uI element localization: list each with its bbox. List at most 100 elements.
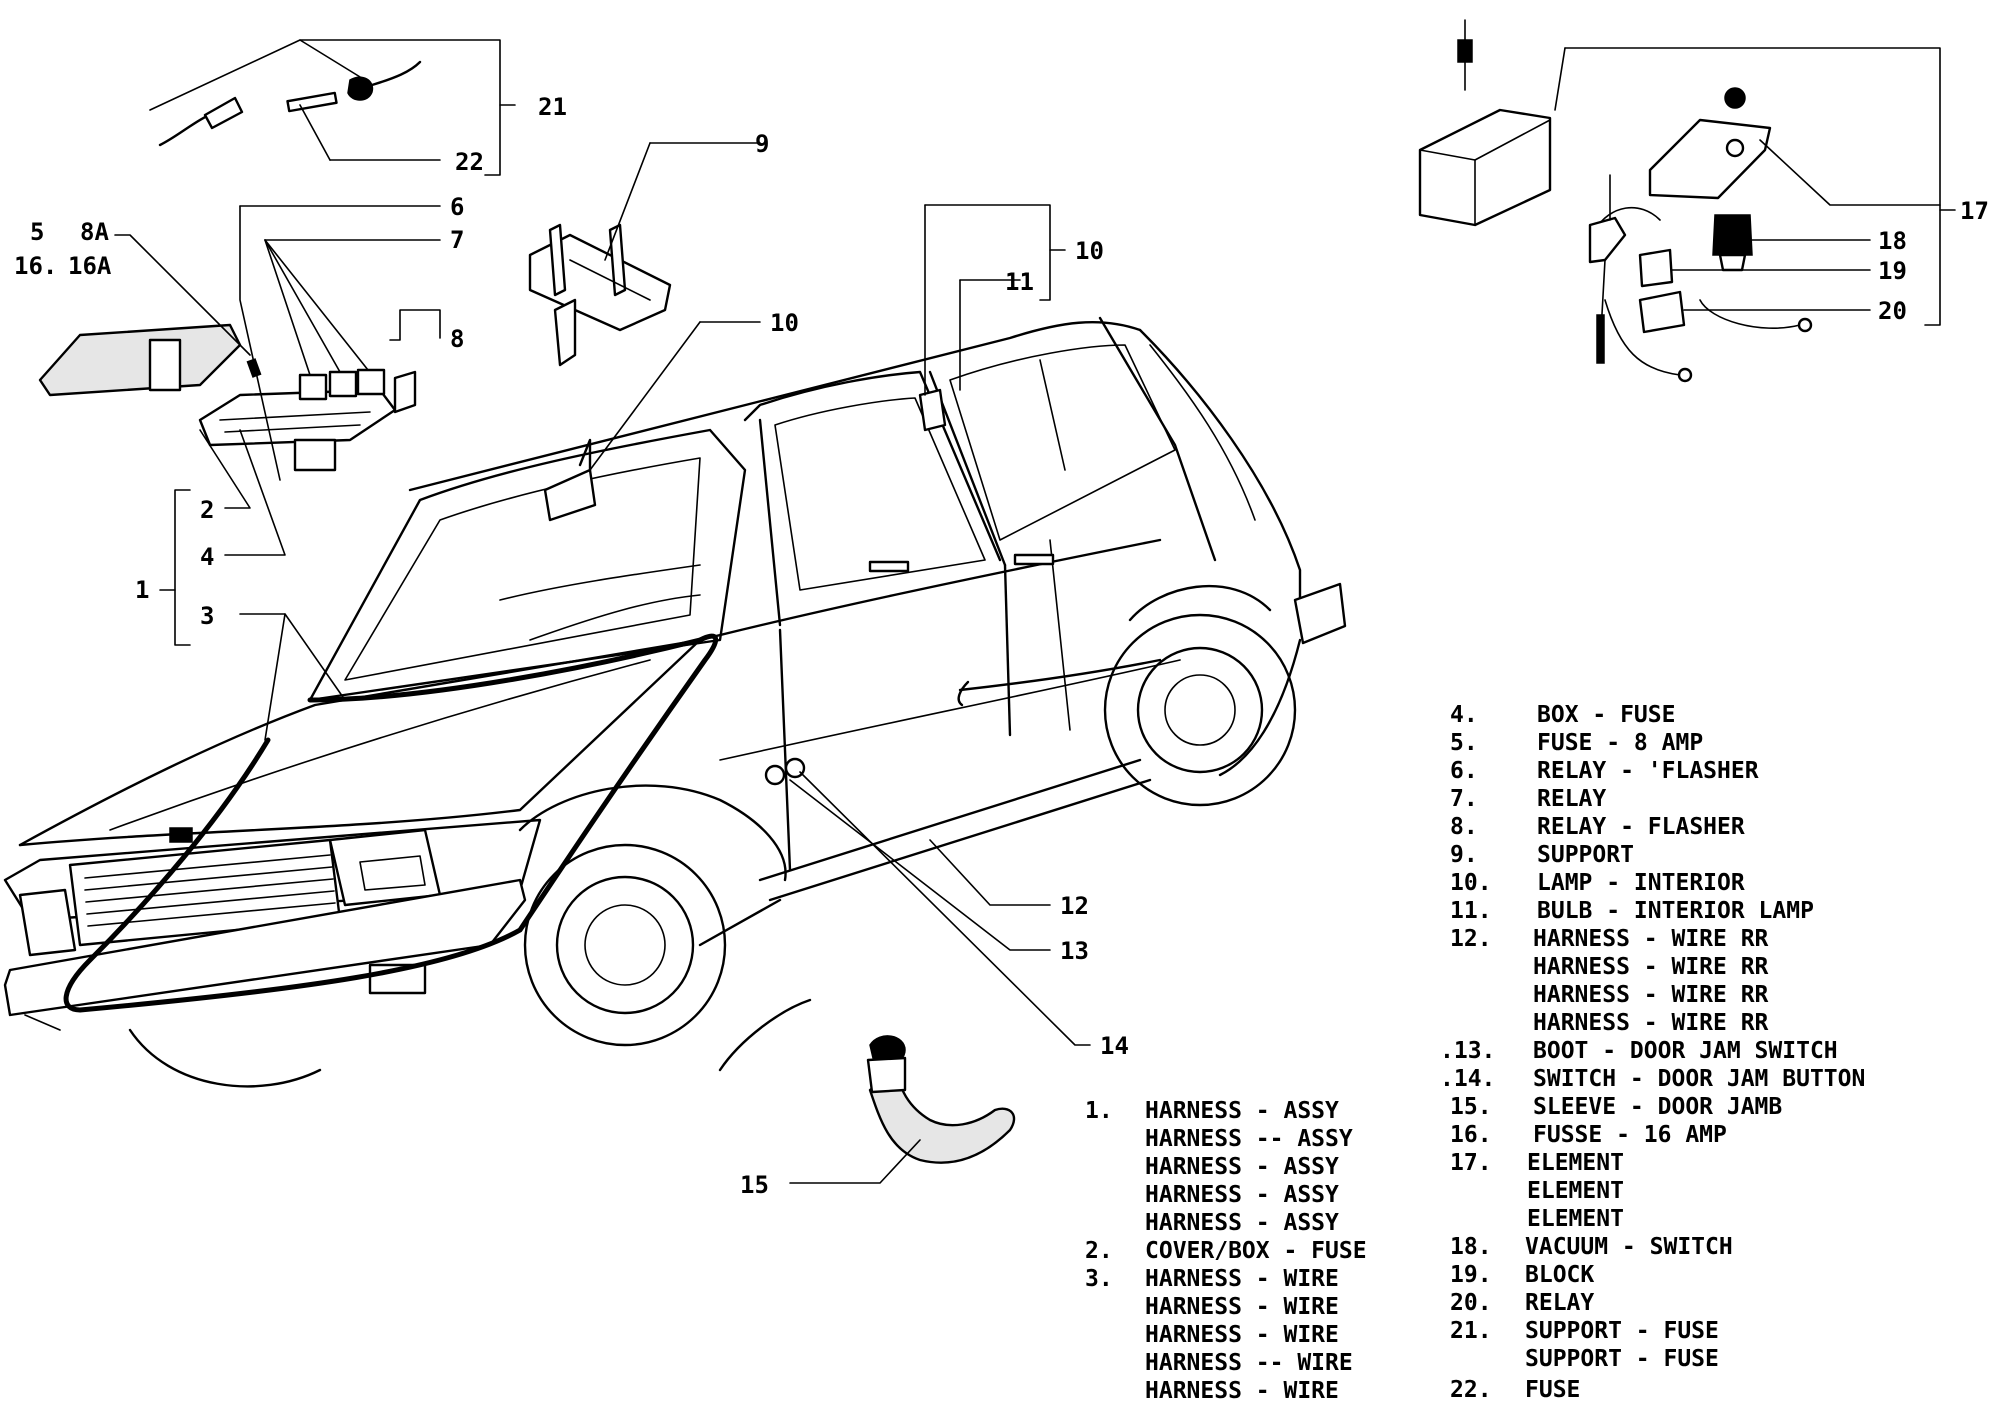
fuse-box bbox=[198, 388, 397, 447]
legend-left-text: HARNESS - ASSY bbox=[1145, 1098, 1339, 1124]
callout-15: 15 bbox=[740, 1171, 769, 1199]
legend-right-text: VACUUM - SWITCH bbox=[1525, 1234, 1733, 1260]
legend-right-text: SUPPORT bbox=[1537, 842, 1634, 868]
legend-right-num: 19. bbox=[1450, 1262, 1492, 1288]
legend-right-text: SUPPORT - FUSE bbox=[1525, 1318, 1719, 1344]
legend-left-num: 1. bbox=[1085, 1098, 1113, 1124]
door-jam-switch bbox=[764, 764, 786, 786]
callout-10-front: 10 bbox=[770, 309, 799, 337]
legend-right-num: 15. bbox=[1450, 1094, 1492, 1120]
legend-left-text: HARNESS - ASSY bbox=[1145, 1210, 1339, 1236]
parts-legend-right: 4. BOX - FUSE 5. FUSE - 8 AMP 6. RELAY -… bbox=[1440, 702, 1865, 1403]
legend-right-text: BOOT - DOOR JAM SWITCH bbox=[1533, 1038, 1838, 1064]
legend-right-num: .14. bbox=[1440, 1066, 1495, 1092]
support-bracket bbox=[528, 223, 672, 367]
legend-right-num: 4. bbox=[1450, 702, 1478, 728]
legend-left-num: 3. bbox=[1085, 1266, 1113, 1292]
legend-left-text: COVER/BOX - FUSE bbox=[1145, 1238, 1367, 1264]
fuse-box-cover bbox=[38, 323, 242, 397]
fuse-5-number: 5 bbox=[30, 218, 44, 246]
legend-right-num: 8. bbox=[1450, 814, 1478, 840]
callout-4: 4 bbox=[200, 543, 214, 571]
legend-left-text: HARNESS -- ASSY bbox=[1145, 1126, 1353, 1152]
legend-right-text: HARNESS - WIRE RR bbox=[1533, 954, 1769, 980]
legend-left-num: 2. bbox=[1085, 1238, 1113, 1264]
legend-left-text: HARNESS - ASSY bbox=[1145, 1154, 1339, 1180]
legend-right-text: ELEMENT bbox=[1527, 1206, 1624, 1232]
legend-right-text: RELAY bbox=[1525, 1290, 1594, 1316]
callout-12: 12 bbox=[1060, 892, 1089, 920]
legend-left-text: HARNESS - WIRE bbox=[1145, 1294, 1339, 1320]
legend-right-text: SLEEVE - DOOR JAMB bbox=[1533, 1094, 1782, 1120]
leader-lines bbox=[114, 39, 1956, 1184]
mounting-bracket bbox=[1648, 118, 1772, 200]
legend-right-num: 6. bbox=[1450, 758, 1478, 784]
callout-11: 11 bbox=[1005, 268, 1034, 296]
interior-lamp-front bbox=[543, 468, 597, 522]
legend-right-text: BULB - INTERIOR LAMP bbox=[1537, 898, 1814, 924]
fuse-support-parts bbox=[158, 60, 422, 147]
legend-right-text: SWITCH - DOOR JAM BUTTON bbox=[1533, 1066, 1865, 1092]
relay-cluster-top-right bbox=[1418, 19, 1813, 383]
legend-right-num: 18. bbox=[1450, 1234, 1492, 1260]
vacuum-switch bbox=[1712, 214, 1753, 256]
harness-rear bbox=[958, 658, 1162, 692]
callout-10-rear: 10 bbox=[1075, 237, 1104, 265]
legend-right-text: FUSE bbox=[1525, 1377, 1580, 1403]
callout-7: 7 bbox=[450, 226, 464, 254]
parts-legend-left: 1. HARNESS - ASSY HARNESS -- ASSY HARNES… bbox=[1085, 1098, 1367, 1404]
legend-right-text: LAMP - INTERIOR bbox=[1537, 870, 1745, 896]
legend-right-text: HARNESS - WIRE RR bbox=[1533, 926, 1769, 952]
flasher-relay bbox=[393, 370, 417, 414]
legend-left-text: HARNESS - WIRE bbox=[1145, 1322, 1339, 1348]
callout-17: 17 bbox=[1960, 197, 1989, 225]
relay-20 bbox=[1638, 290, 1686, 334]
relay bbox=[298, 373, 328, 401]
legend-right-num: 11. bbox=[1450, 898, 1492, 924]
electronic-module bbox=[1418, 108, 1552, 227]
interior-lamp-rear bbox=[918, 388, 947, 432]
legend-left-text: HARNESS -- WIRE bbox=[1145, 1350, 1353, 1376]
legend-right-num: 22. bbox=[1450, 1377, 1492, 1403]
legend-right-text: ELEMENT bbox=[1527, 1178, 1624, 1204]
legend-right-num: 16. bbox=[1450, 1122, 1492, 1148]
legend-right-text: FUSSE - 16 AMP bbox=[1533, 1122, 1727, 1148]
legend-right-num: 7. bbox=[1450, 786, 1478, 812]
car-illustration bbox=[3, 316, 1347, 1088]
legend-right-num: .13. bbox=[1440, 1038, 1495, 1064]
connector-block bbox=[1638, 248, 1674, 288]
callout-2: 2 bbox=[200, 496, 214, 524]
legend-right-text: HARNESS - WIRE RR bbox=[1533, 982, 1769, 1008]
legend-right-text: RELAY bbox=[1537, 786, 1606, 812]
callout-3: 3 bbox=[200, 602, 214, 630]
legend-right-text: RELAY - FLASHER bbox=[1537, 814, 1745, 840]
legend-left-text: HARNESS - ASSY bbox=[1145, 1182, 1339, 1208]
harness-main bbox=[63, 633, 719, 1013]
legend-left-text: HARNESS - WIRE bbox=[1145, 1378, 1339, 1404]
fuse-5-amp: 8A bbox=[80, 218, 109, 246]
callout-20: 20 bbox=[1878, 297, 1907, 325]
legend-right-text: SUPPORT - FUSE bbox=[1525, 1346, 1719, 1372]
callout-21: 21 bbox=[538, 93, 567, 121]
legend-right-text: BLOCK bbox=[1525, 1262, 1594, 1288]
legend-right-num: 17. bbox=[1450, 1150, 1492, 1176]
legend-right-text: FUSE - 8 AMP bbox=[1537, 730, 1703, 756]
callout-9: 9 bbox=[755, 130, 769, 158]
fuse-16-amp: 16A bbox=[68, 252, 112, 280]
callout-13: 13 bbox=[1060, 937, 1089, 965]
legend-right-num: 12. bbox=[1450, 926, 1492, 952]
callout-6: 6 bbox=[450, 193, 464, 221]
door-jamb-sleeve bbox=[866, 1035, 1016, 1164]
callout-14: 14 bbox=[1100, 1032, 1129, 1060]
wire-harness-runs bbox=[63, 388, 1162, 1072]
callout-19: 19 bbox=[1878, 257, 1907, 285]
legend-right-text: ELEMENT bbox=[1527, 1150, 1624, 1176]
legend-right-num: 9. bbox=[1450, 842, 1478, 868]
legend-right-num: 5. bbox=[1450, 730, 1478, 756]
legend-right-text: RELAY - 'FLASHER bbox=[1537, 758, 1759, 784]
fuse-16-number: 16. bbox=[14, 252, 57, 280]
callout-18: 18 bbox=[1878, 227, 1907, 255]
fuse-box-assembly bbox=[38, 323, 417, 472]
legend-left-text: HARNESS - WIRE bbox=[1145, 1266, 1339, 1292]
